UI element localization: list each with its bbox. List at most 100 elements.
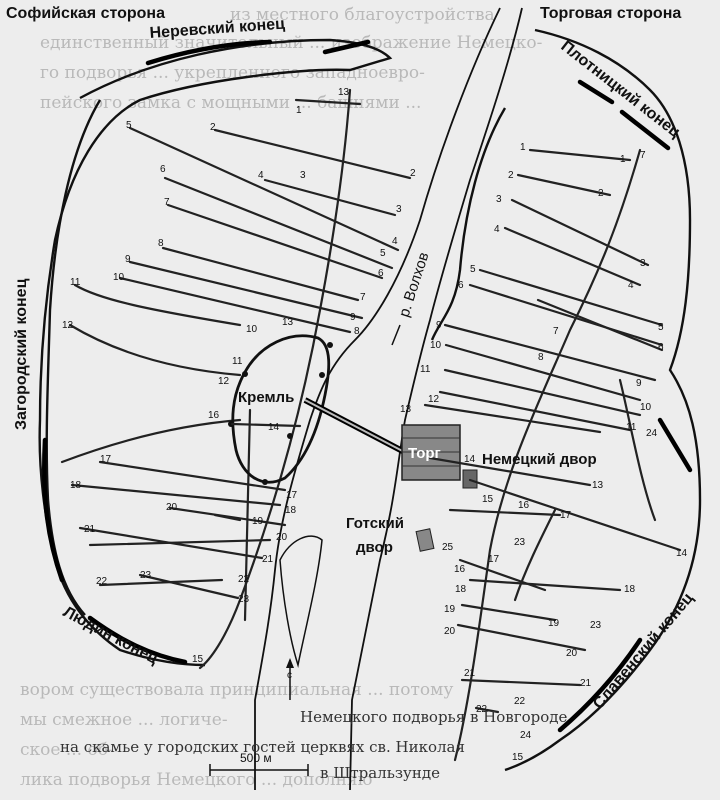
street-number: 8	[158, 238, 164, 249]
street-number: 5	[126, 120, 132, 131]
street-number: 20	[166, 502, 178, 513]
street-number: 10	[113, 272, 125, 283]
street-number: 15	[512, 752, 524, 763]
street-number: 21	[580, 678, 592, 689]
bg-line-2: единственный значительный ... изображени…	[40, 33, 542, 53]
bg-line-6: мы смежное ... логиче-	[20, 710, 228, 730]
street-number: 23	[140, 570, 152, 581]
street-number: 3	[396, 204, 402, 215]
north-arrow: c	[286, 658, 294, 700]
street-number: 17	[100, 454, 112, 465]
street-number: 16	[454, 564, 466, 575]
street-number: 22	[238, 574, 250, 585]
caption-line-1: Немецкого подворья в Новгороде	[300, 708, 567, 726]
street-number: 18	[455, 584, 467, 595]
street-number: 4	[392, 236, 398, 247]
street-number: 6	[160, 164, 166, 175]
street-number: 11	[626, 422, 637, 433]
street-number: 17	[560, 510, 572, 521]
street-number: 11	[70, 277, 81, 288]
river-island	[279, 535, 323, 668]
torg-market	[401, 424, 478, 552]
lyudin-end-label: Людин конец	[60, 604, 161, 668]
street-number: 23	[238, 594, 250, 605]
street-number: 2	[598, 188, 604, 199]
river-label: р. Волхов	[396, 250, 433, 319]
street-number: 7	[553, 326, 559, 337]
street-number: 18	[624, 584, 636, 595]
street-number: 10	[430, 340, 442, 351]
torg-side-title: Торговая сторона	[540, 5, 681, 22]
street-number: 7	[640, 150, 646, 161]
street-number: 8	[354, 326, 360, 337]
street-number: 20	[566, 648, 578, 659]
street-number: 12	[428, 394, 440, 405]
street-number: 17	[286, 490, 298, 501]
kremlin-wall	[231, 334, 331, 484]
street-number: 21	[262, 554, 274, 565]
street-number: 9	[636, 378, 642, 389]
street-number: 7	[164, 197, 170, 208]
zagorodsky-end-label: Загородский конец	[13, 278, 30, 430]
street-number: 13	[400, 404, 412, 415]
caption-line-3: в Штральзунде	[320, 764, 440, 782]
river-volkhov	[254, 7, 523, 791]
torg-main-street	[453, 148, 642, 762]
street-number: 19	[548, 618, 560, 629]
street-number: 2	[410, 168, 416, 179]
street-number: 15	[482, 494, 494, 505]
street-number: 20	[276, 532, 288, 543]
torg-streets	[423, 148, 682, 762]
plotnitsky-boundary	[577, 79, 615, 105]
north-label: c	[287, 670, 292, 681]
street-number: 4	[258, 170, 264, 181]
german-court-label: Немецкий двор	[482, 451, 597, 468]
street-number: 16	[518, 500, 530, 511]
slavensky-end-label: Славенский конец	[590, 590, 697, 713]
street-number: 14	[268, 422, 280, 433]
street-number: 12	[62, 320, 74, 331]
street-number: 22	[476, 704, 488, 715]
bg-line-1: из местного благоустройства	[230, 5, 495, 25]
bg-line-7: ское ... об-	[20, 740, 114, 760]
kremlin	[228, 334, 333, 485]
street-number: 1	[520, 142, 526, 153]
lyudin-boundary	[87, 615, 188, 665]
slavensky-boundary	[557, 637, 643, 733]
street-number: 21	[84, 524, 96, 535]
street-number: 18	[70, 480, 82, 491]
street-number: 3	[496, 194, 502, 205]
street-number: 22	[96, 576, 108, 587]
street-number: 1	[296, 105, 302, 116]
street-number: 8	[538, 352, 544, 363]
gothic-court-label-2: двор	[356, 539, 393, 556]
street-number: 14	[464, 454, 476, 465]
river-west-bank	[254, 7, 501, 790]
street-number: 17	[488, 554, 500, 565]
nerevsky-boundary-2	[322, 39, 371, 55]
street-number: 24	[520, 730, 532, 741]
plotnitsky-end-label: Плотницкий конец	[558, 38, 684, 141]
street-number: 1	[620, 154, 626, 165]
street-number: 5	[380, 248, 386, 259]
gothic-court-label-1: Готский	[346, 515, 404, 532]
street-number: 3	[300, 170, 306, 181]
street-number: 10	[246, 324, 258, 335]
street-number: 18	[285, 505, 297, 516]
bg-line-3: го подворья ... укрепленного западноевро…	[40, 63, 425, 83]
bg-line-8: лика подворья Немецкого ... дополняю	[20, 770, 373, 790]
street-number: 19	[444, 604, 456, 615]
nerevsky-boundary	[145, 39, 273, 66]
great-bridge	[303, 397, 414, 459]
torg-street-numbers: 1 7 1 2 2 3 3 4 4 5 5 6 6 7 9 8 10 11 9 …	[400, 142, 688, 763]
street-number: 23	[514, 537, 526, 548]
street-number: 24	[646, 428, 658, 439]
caption-line-2: на скамье у городских гостей церквях св.…	[60, 738, 465, 756]
street-number: 10	[640, 402, 652, 413]
street-number: 7	[360, 292, 366, 303]
street-number: 5	[658, 322, 664, 333]
street-number: 25	[442, 542, 454, 553]
sofia-side-title: Софийская сторона	[6, 5, 165, 22]
sofia-city-wall	[38, 38, 393, 667]
